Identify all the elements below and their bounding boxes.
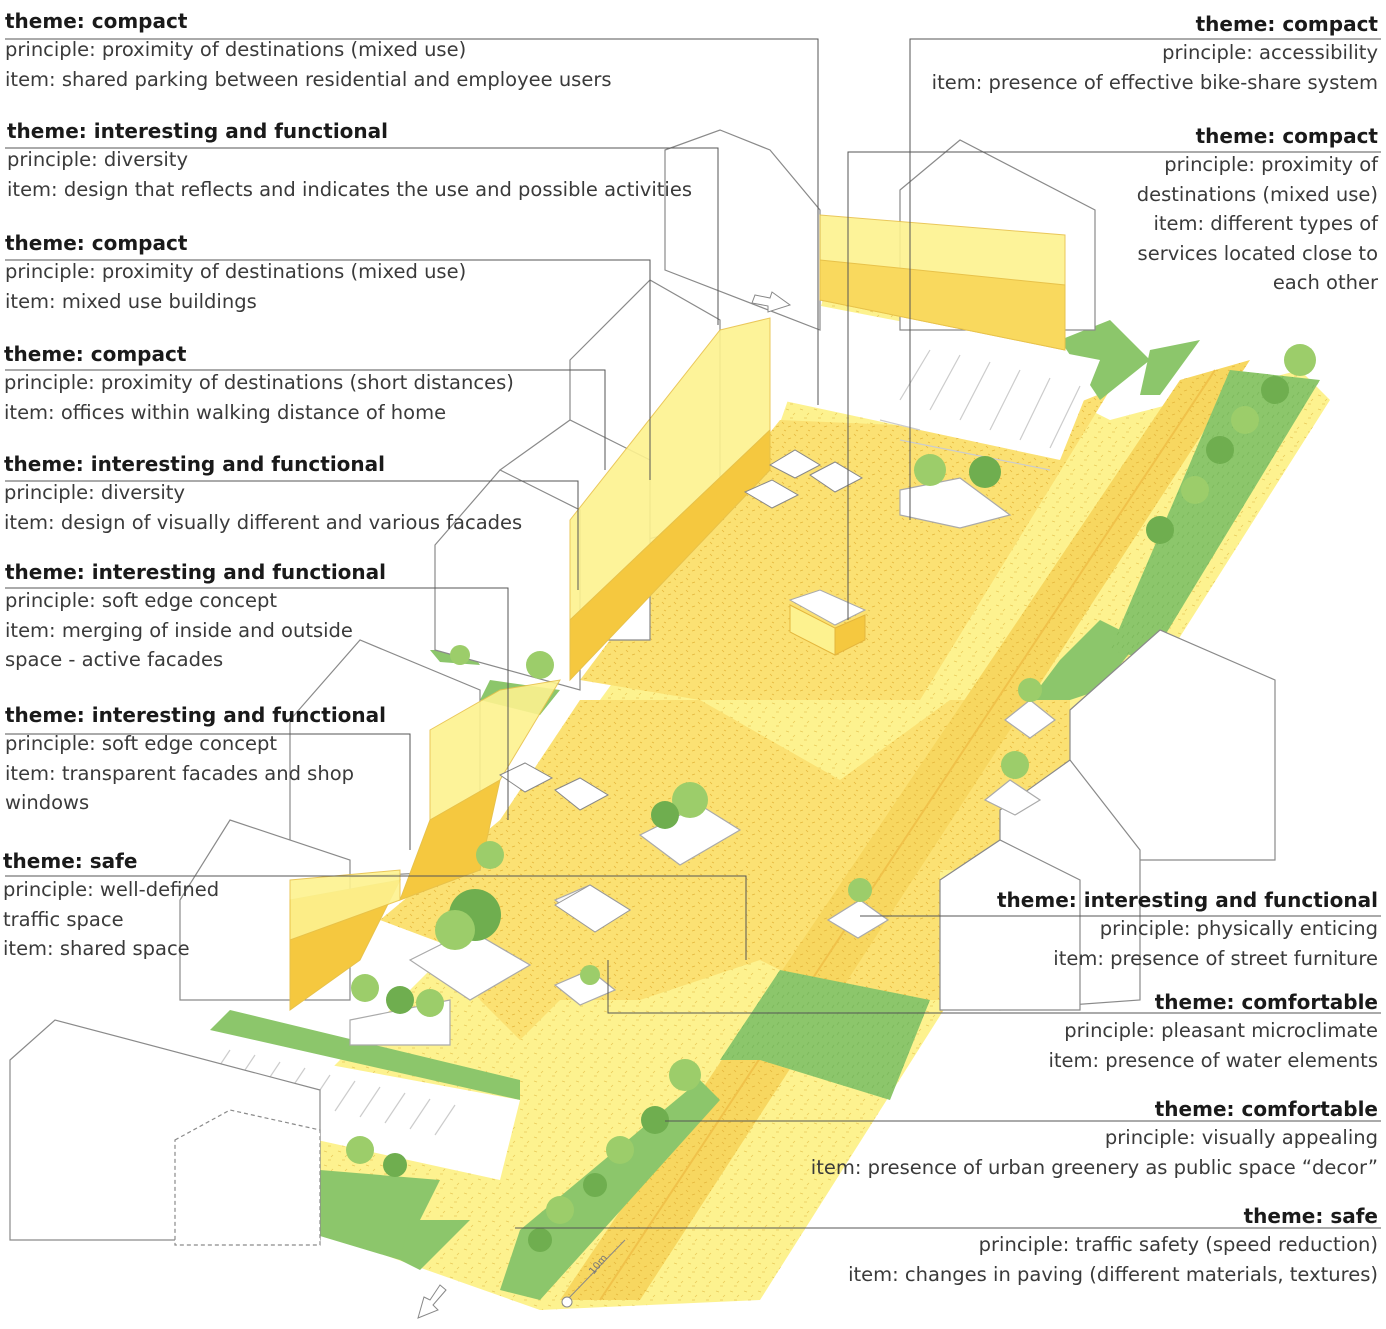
grass-areas: [210, 320, 1320, 1300]
annotation-theme: theme: interesting and functional: [996, 888, 1378, 912]
annotation-line: item: shared space: [3, 937, 190, 960]
annotation-line: principle: physically enticing: [1099, 917, 1378, 940]
annotation-theme: theme: compact: [5, 9, 188, 33]
annotation-right-3: theme: interesting and functional princi…: [997, 886, 1378, 973]
annotation-line: item: shared parking between residential…: [5, 67, 612, 91]
annotation-line: services located close to: [1137, 241, 1378, 265]
annotation-theme: theme: interesting and functional: [7, 119, 389, 143]
annotation-line: item: different types of: [1153, 212, 1378, 235]
annotation-line: item: merging of inside and outside: [5, 618, 353, 642]
annotation-theme: theme: comfortable: [1154, 1097, 1378, 1121]
water-feature: [554, 884, 631, 933]
annotation-line: principle: traffic safety (speed reducti…: [978, 1233, 1378, 1256]
annotation-left-3: theme: compact principle: proximity of d…: [5, 229, 466, 316]
annotation-right-2: theme: compact principle: proximity of d…: [1137, 122, 1378, 298]
cafe-umbrellas: [499, 449, 864, 811]
street-band: [560, 360, 1250, 1301]
annotation-theme: theme: safe: [1243, 1204, 1378, 1228]
annotation-theme: theme: compact: [1195, 124, 1378, 148]
annotation-theme: theme: compact: [5, 231, 188, 255]
annotation-theme: theme: compact: [1195, 12, 1378, 36]
annotation-line: item: changes in paving (different mater…: [848, 1262, 1378, 1286]
annotation-left-4: theme: compact principle: proximity of d…: [4, 340, 514, 427]
annotation-theme: theme: compact: [4, 342, 187, 366]
trees: [346, 344, 1316, 1252]
annotation-line: item: offices within walking distance of…: [4, 400, 447, 424]
annotation-right-1: theme: compact principle: accessibility …: [932, 10, 1378, 97]
annotation-line: item: design that reflects and indicates…: [7, 177, 692, 201]
annotation-theme: theme: interesting and functional: [4, 452, 386, 476]
annotation-left-1: theme: compact principle: proximity of d…: [5, 7, 612, 94]
annotation-left-5: theme: interesting and functional princi…: [4, 450, 522, 537]
annotation-left-7: theme: interesting and functional princi…: [5, 701, 386, 818]
annotation-line: principle: well-defined: [3, 878, 220, 901]
annotation-line: item: presence of water elements: [1048, 1048, 1378, 1072]
annotation-line: space - active facades: [5, 648, 224, 671]
annotation-line: item: presence of urban greenery as publ…: [810, 1155, 1378, 1179]
annotation-line: item: presence of street furniture: [1053, 946, 1378, 970]
annotation-line: windows: [5, 791, 90, 814]
annotation-line: principle: proximity of destinations (mi…: [5, 38, 467, 61]
annotation-line: item: mixed use buildings: [5, 289, 257, 313]
annotation-right-4: theme: comfortable principle: pleasant m…: [1048, 988, 1378, 1075]
kiosk: [788, 589, 867, 656]
annotation-left-8: theme: safe principle: well-defined traf…: [3, 847, 219, 964]
annotation-left-6: theme: interesting and functional princi…: [5, 558, 386, 675]
annotation-line: principle: visually appealing: [1104, 1126, 1378, 1149]
annotation-left-2: theme: interesting and functional princi…: [7, 117, 692, 204]
annotation-line: principle: accessibility: [1162, 41, 1378, 64]
annotation-line: item: transparent facades and shop: [5, 761, 355, 785]
annotation-theme: theme: safe: [3, 849, 138, 873]
annotation-line: principle: diversity: [7, 148, 188, 171]
annotation-right-6: theme: safe principle: traffic safety (s…: [848, 1202, 1378, 1289]
annotation-theme: theme: interesting and functional: [5, 560, 387, 584]
annotation-line: destinations (mixed use): [1136, 182, 1378, 206]
annotation-line: principle: diversity: [4, 481, 185, 504]
annotation-line: item: design of visually different and v…: [4, 510, 523, 534]
annotation-theme: theme: comfortable: [1154, 990, 1378, 1014]
annotation-line: item: presence of effective bike-share s…: [931, 70, 1378, 94]
annotation-line: principle: soft edge concept: [5, 589, 278, 612]
direction-arrows: [417, 291, 792, 1319]
annotation-line: principle: proximity of destinations (mi…: [5, 260, 467, 283]
leader-lines: [5, 38, 1381, 1229]
annotation-theme: theme: interesting and functional: [5, 703, 387, 727]
annotation-line: principle: soft edge concept: [5, 732, 278, 755]
annotation-line: principle: pleasant microclimate: [1064, 1019, 1378, 1042]
facades: [289, 214, 1066, 1011]
annotation-right-5: theme: comfortable principle: visually a…: [811, 1095, 1378, 1182]
annotation-line: principle: proximity of: [1164, 153, 1378, 176]
annotation-line: traffic space: [3, 907, 124, 931]
annotation-line: principle: proximity of destinations (sh…: [4, 371, 514, 394]
annotation-line: each other: [1272, 271, 1378, 294]
